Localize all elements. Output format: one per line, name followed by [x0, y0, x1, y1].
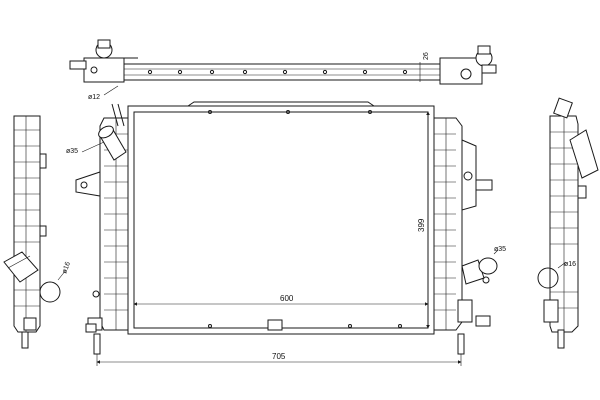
top-left-filler-neck	[69, 39, 138, 83]
dim-705-label: 705	[272, 352, 286, 361]
top-tank-body	[119, 63, 443, 81]
front-view: ø35	[66, 101, 506, 366]
upper-left-outlet-pipe	[98, 103, 127, 161]
left-side-view: ø16	[3, 115, 72, 349]
dim-16-left-label: ø16	[61, 261, 72, 275]
top-rail	[128, 101, 375, 114]
dim-16-right-label: ø16	[564, 261, 576, 268]
right-port-circle	[537, 267, 559, 289]
right-side-tank	[433, 117, 493, 331]
dim-12-label: ø12	[88, 94, 100, 101]
dim-26-label: 26	[423, 52, 430, 60]
left-port-circle	[39, 281, 61, 303]
top-right-end-fitting	[439, 45, 497, 85]
dim-12-leader	[103, 85, 119, 96]
dim-35-lower-label: ø35	[494, 246, 506, 253]
dim-600-label: 600	[280, 294, 294, 303]
bottom-rail	[128, 319, 434, 335]
dim-35-upper-leader	[81, 141, 105, 153]
dim-399-label: 399	[417, 218, 426, 232]
top-view: 26 ø12	[69, 39, 497, 101]
top-tank-rivets	[147, 69, 408, 75]
right-side-view: ø16	[537, 97, 599, 349]
lower-right-outlet-pipe	[461, 257, 498, 285]
dim-35-upper-label: ø35	[66, 148, 78, 155]
dim-35-lower-leader	[493, 249, 499, 255]
radiator-core	[133, 111, 429, 329]
